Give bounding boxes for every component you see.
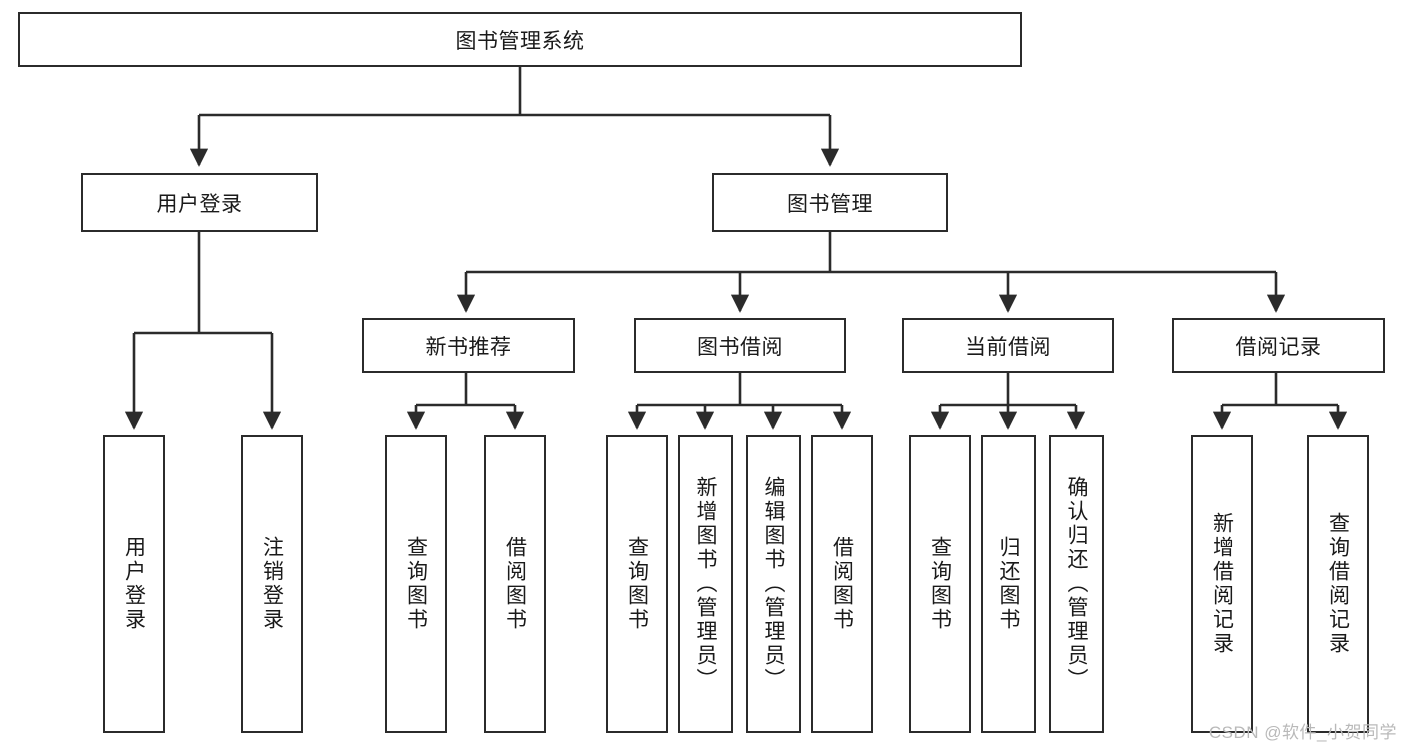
node-label: 归还图书 [997, 536, 1020, 632]
node-label: 图书借阅 [697, 335, 783, 359]
node-label: 当前借阅 [965, 335, 1051, 359]
node-label: 新增借阅记录 [1210, 512, 1234, 656]
leaf-user-login-logout[interactable]: 注销登录 [241, 435, 303, 733]
node-book-management[interactable]: 图书管理 [712, 173, 948, 232]
csdn-watermark: CSDN @软件_小贺同学 [1208, 723, 1397, 742]
node-label: 查询图书 [625, 536, 649, 632]
node-current-borrow[interactable]: 当前借阅 [902, 318, 1114, 373]
node-label: 借阅记录 [1235, 335, 1322, 359]
leaf-borrow-record-query-record[interactable]: 查询借阅记录 [1307, 435, 1369, 733]
leaf-book-borrow-query-books[interactable]: 查询图书 [606, 435, 668, 733]
node-new-book-recommend[interactable]: 新书推荐 [362, 318, 575, 373]
node-label: 借阅图书 [830, 536, 854, 632]
node-label: 新书推荐 [425, 335, 512, 359]
node-label: 借阅图书 [503, 536, 527, 632]
node-label: 注销登录 [260, 536, 284, 632]
node-label: 新增图书（管理员） [694, 476, 717, 692]
node-label: 图书管理系统 [455, 29, 585, 53]
node-borrow-record[interactable]: 借阅记录 [1172, 318, 1385, 373]
node-root-library-system[interactable]: 图书管理系统 [18, 12, 1022, 67]
node-label: 用户登录 [156, 192, 243, 216]
leaf-new-book-borrow-books[interactable]: 借阅图书 [484, 435, 546, 733]
node-label: 查询图书 [928, 536, 952, 632]
node-label: 确认归还（管理员） [1065, 476, 1088, 692]
leaf-book-borrow-borrow-books[interactable]: 借阅图书 [811, 435, 873, 733]
leaf-user-login-login[interactable]: 用户登录 [103, 435, 165, 733]
leaf-current-borrow-confirm-return-admin[interactable]: 确认归还（管理员） [1049, 435, 1104, 733]
leaf-new-book-query-books[interactable]: 查询图书 [385, 435, 447, 733]
leaf-borrow-record-add-record[interactable]: 新增借阅记录 [1191, 435, 1253, 733]
node-label: 编辑图书（管理员） [762, 476, 785, 692]
node-label: 查询借阅记录 [1326, 512, 1350, 656]
leaf-current-borrow-return-books[interactable]: 归还图书 [981, 435, 1036, 733]
node-user-login[interactable]: 用户登录 [81, 173, 318, 232]
node-label: 图书管理 [787, 192, 873, 216]
node-label: 查询图书 [404, 536, 428, 632]
node-book-borrow[interactable]: 图书借阅 [634, 318, 846, 373]
leaf-book-borrow-edit-book-admin[interactable]: 编辑图书（管理员） [746, 435, 801, 733]
node-label: 用户登录 [122, 536, 146, 632]
leaf-current-borrow-query-books[interactable]: 查询图书 [909, 435, 971, 733]
leaf-book-borrow-add-book-admin[interactable]: 新增图书（管理员） [678, 435, 733, 733]
